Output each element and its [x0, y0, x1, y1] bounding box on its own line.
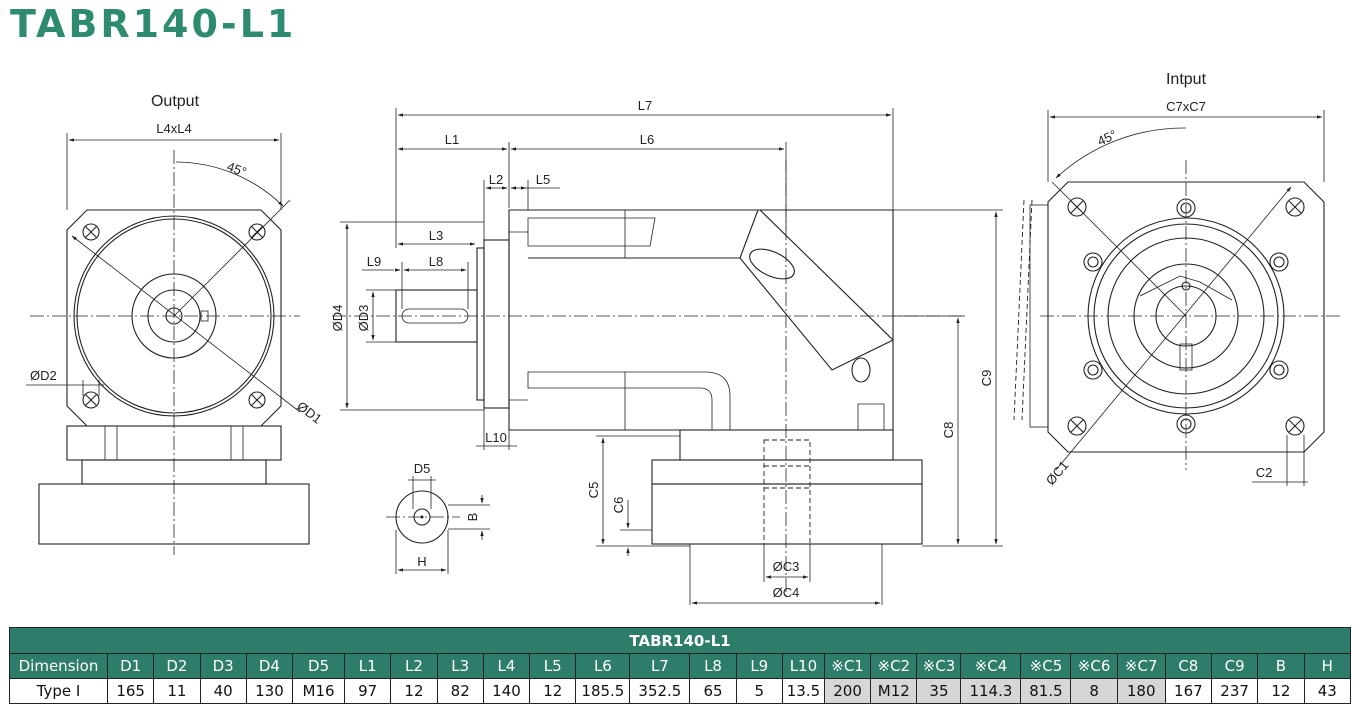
table-cell-optional: 200: [823, 678, 872, 704]
dim-label-d5: D5: [414, 461, 431, 476]
dim-label-c8: C8: [941, 422, 956, 439]
dim-label-l8: L8: [429, 254, 443, 269]
table-header-cell: B: [1257, 653, 1305, 679]
shaft-section-view: D5 B H: [386, 461, 490, 574]
dim-label-d3: ØD3: [356, 305, 371, 332]
table-header-cell: ※C7: [1116, 653, 1166, 679]
table-row: Type I 165 11 40 130 M16 97 12 82 140 12…: [9, 678, 1352, 704]
dim-label-l9: L9: [367, 254, 381, 269]
table-cell: 13.5: [781, 678, 825, 704]
table-header-cell: D2: [153, 653, 201, 679]
dim-label-c5: C5: [586, 482, 601, 499]
table-header-cell: Dimension: [9, 653, 108, 679]
table-header-cell: L9: [735, 653, 783, 679]
table-cell: 5: [735, 678, 783, 704]
table-cell: 352.5: [629, 678, 691, 704]
table-cell: 43: [1303, 678, 1352, 704]
dim-label-l6: L6: [640, 132, 654, 147]
output-view-label: Output: [151, 93, 200, 110]
table-header-cell: ※C5: [1020, 653, 1072, 679]
dim-label-l7: L7: [638, 98, 652, 113]
table-header-cell: L4: [482, 653, 531, 679]
table-cell: 12: [390, 678, 438, 704]
table-header-row: Dimension D1 D2 D3 D4 D5 L1 L2 L3 L4 L5 …: [9, 653, 1352, 679]
input-view: Intput C7xC7: [1013, 71, 1340, 488]
table-cell-type: Type I: [9, 678, 108, 704]
table-cell: 11: [153, 678, 201, 704]
table-header-cell: L10: [781, 653, 825, 679]
dim-label-l4xl4: L4xL4: [156, 121, 191, 136]
table-header-cell: L8: [689, 653, 737, 679]
table-header-cell: L2: [390, 653, 438, 679]
dim-label-l1: L1: [445, 132, 459, 147]
table-cell-optional: 8: [1070, 678, 1118, 704]
table-header-cell: L3: [436, 653, 484, 679]
table-cell: 185.5: [575, 678, 631, 704]
table-header-cell: D5: [292, 653, 346, 679]
table-cell: M16: [292, 678, 346, 704]
table-cell-optional: 114.3: [960, 678, 1022, 704]
dim-label-h: H: [417, 554, 426, 569]
dim-label-c6: C6: [611, 497, 626, 514]
dim-label-c1: ØC1: [1043, 458, 1072, 488]
technical-drawing: Output L4xL4 ØD1 45°: [26, 71, 1340, 605]
table-header-cell: C9: [1210, 653, 1259, 679]
table-cell: 40: [199, 678, 247, 704]
input-view-label: Intput: [1166, 71, 1207, 88]
table-header-cell: D4: [245, 653, 294, 679]
table-header-cell: L7: [629, 653, 691, 679]
table-header-cell: D1: [106, 653, 155, 679]
page-title: TABR140-L1: [10, 2, 297, 46]
dim-label-l10: L10: [485, 430, 507, 445]
dim-label-c2: C2: [1256, 465, 1273, 480]
table-cell: 167: [1164, 678, 1212, 704]
table-cell: 82: [436, 678, 484, 704]
dim-label-l2: L2: [489, 172, 503, 187]
table-cell: 140: [482, 678, 531, 704]
table-header-cell: L1: [344, 653, 392, 679]
dim-label-d1: ØD1: [294, 398, 324, 426]
table-cell: 237: [1210, 678, 1259, 704]
table-cell-optional: M12: [870, 678, 918, 704]
output-view: Output L4xL4 ØD1 45°: [26, 93, 325, 555]
table-header-cell: ※C6: [1070, 653, 1118, 679]
spec-table: TABR140-L1 Dimension D1 D2 D3 D4 D5 L1 L…: [9, 627, 1352, 704]
table-cell: 12: [1257, 678, 1305, 704]
dim-label-c4: ØC4: [773, 585, 800, 600]
dim-label-l3: L3: [429, 228, 443, 243]
table-header-cell: ※C3: [916, 653, 962, 679]
dim-label-d2: ØD2: [30, 368, 57, 383]
table-header-cell: ※C1: [823, 653, 872, 679]
table-header-cell: ※C2: [870, 653, 918, 679]
dim-label-l5: L5: [536, 172, 550, 187]
table-header-cell: L5: [529, 653, 577, 679]
table-cell-optional: 180: [1116, 678, 1166, 704]
table-header-cell: L6: [575, 653, 631, 679]
table-cell: 65: [689, 678, 737, 704]
dim-label-c7xc7: C7xC7: [1166, 99, 1206, 114]
dim-label-c9: C9: [979, 370, 994, 387]
dim-label-d4: ØD4: [330, 305, 345, 332]
table-title: TABR140-L1: [9, 627, 1351, 654]
table-cell: 165: [106, 678, 155, 704]
table-cell: 12: [529, 678, 577, 704]
table-cell-optional: 35: [916, 678, 962, 704]
table-cell-optional: 81.5: [1020, 678, 1072, 704]
table-cell: 97: [344, 678, 392, 704]
table-header-cell: C8: [1164, 653, 1212, 679]
table-header-cell: ※C4: [960, 653, 1022, 679]
dim-label-c3: ØC3: [773, 559, 800, 574]
table-cell: 130: [245, 678, 294, 704]
dim-label-b: B: [465, 513, 480, 522]
dim-label-angle-input: 45°: [1095, 127, 1119, 149]
side-view: L7 L1 L6 L2 L5: [330, 98, 1003, 605]
table-header-cell: H: [1303, 653, 1352, 679]
dim-label-angle-output: 45°: [225, 159, 249, 180]
table-header-cell: D3: [199, 653, 247, 679]
